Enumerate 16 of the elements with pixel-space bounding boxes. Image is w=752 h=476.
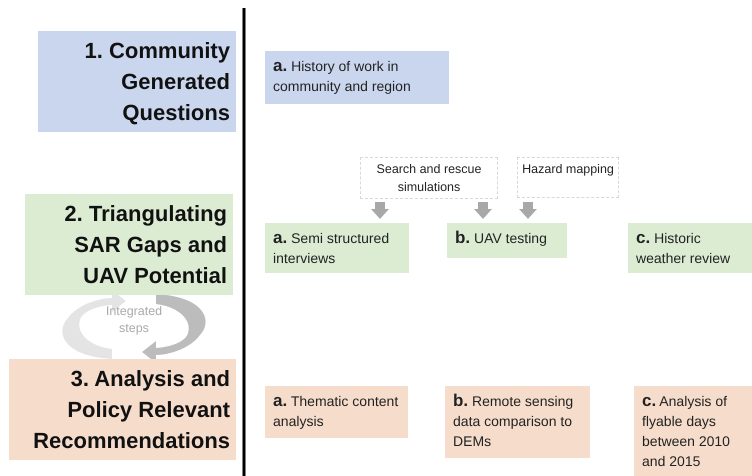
activity-box: Search and rescue simulations xyxy=(360,157,498,199)
task-box: c. Historic weather review xyxy=(628,223,752,273)
stage-box: 1. Community Generated Questions xyxy=(38,31,236,132)
cycle-label: Integrated steps xyxy=(104,303,164,337)
arrow xyxy=(474,202,492,219)
arrow xyxy=(371,202,389,219)
stage-box: 3. Analysis and Policy Relevant Recommendations xyxy=(9,359,236,460)
arrow xyxy=(519,202,537,219)
activity-box: Hazard mapping xyxy=(517,157,619,198)
task-box: a. Thematic content analysis xyxy=(265,386,408,438)
task-box: b. UAV testing xyxy=(447,223,567,258)
task-box: c. Analysis of flyable days between 2010 and 2015 xyxy=(634,386,752,476)
task-box: a. History of work in community and region xyxy=(265,51,449,104)
task-box: b. Remote sensing data comparison to DEMs xyxy=(445,386,590,458)
task-box: a. Semi structured interviews xyxy=(265,223,409,273)
stage-box: 2. Triangulating SAR Gaps and UAV Potential xyxy=(25,194,233,295)
